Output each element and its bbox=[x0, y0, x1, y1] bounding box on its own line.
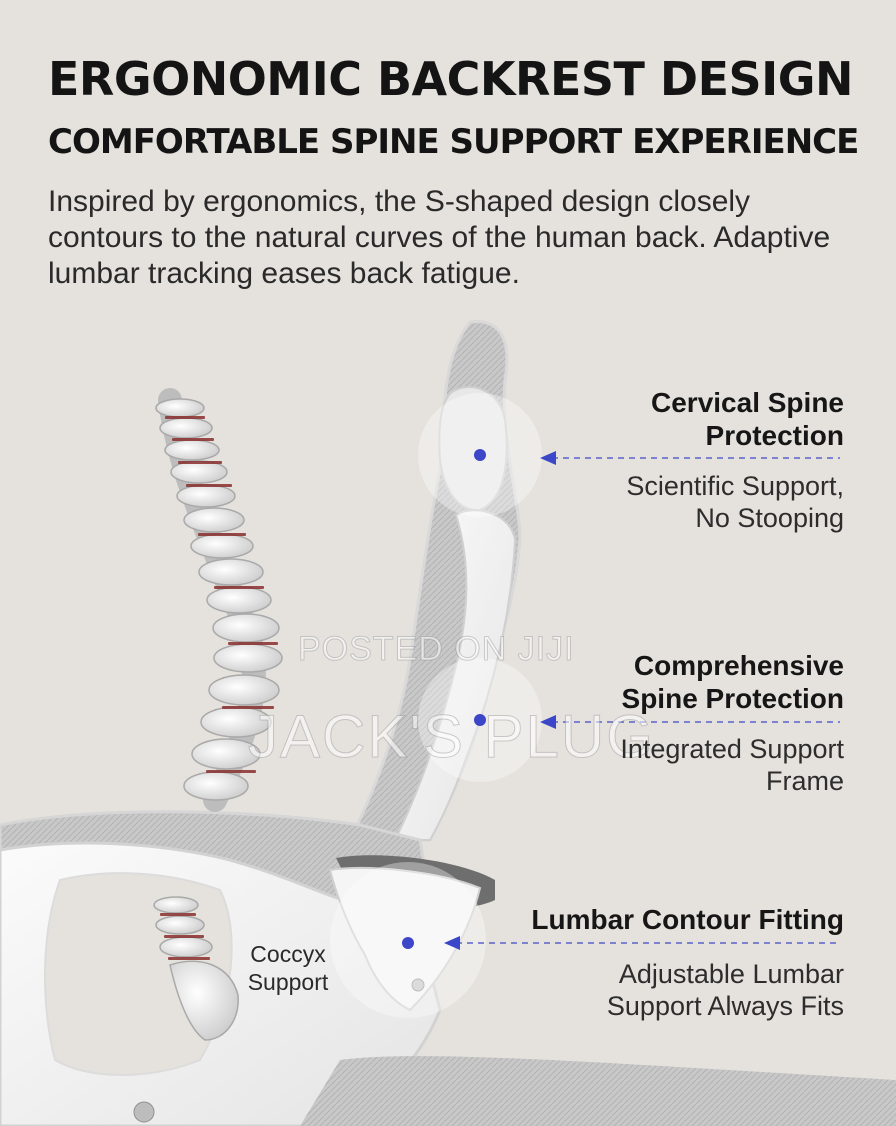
feature-subtext: Scientific Support, bbox=[626, 471, 844, 501]
description-paragraph: Inspired by ergonomics, the S-shaped des… bbox=[48, 185, 831, 290]
feature-comprehensive: Comprehensive Spine Protection Integrate… bbox=[620, 649, 844, 797]
feature-cervical: Cervical Spine Protection Scientific Sup… bbox=[626, 386, 844, 534]
coccyx-label-line: Coccyx bbox=[250, 941, 326, 967]
feature-heading: Cervical Spine bbox=[651, 387, 844, 418]
feature-subtext: Adjustable Lumbar bbox=[618, 959, 844, 989]
page-title: ERGONOMIC BACKREST DESIGN bbox=[48, 52, 854, 106]
feature-heading: Spine Protection bbox=[621, 683, 844, 714]
spine-illustration bbox=[153, 388, 283, 1041]
feature-heading: Comprehensive bbox=[633, 650, 844, 681]
feature-subtext: Support Always Fits bbox=[606, 991, 844, 1021]
feature-subtext: Frame bbox=[765, 766, 844, 796]
feature-subtext: No Stooping bbox=[695, 503, 844, 533]
coccyx-support-label: Coccyx Support bbox=[240, 940, 336, 996]
feature-heading: Protection bbox=[705, 420, 844, 451]
watermark-brand: JACK'S PLUG bbox=[248, 703, 655, 771]
watermark-posted: POSTED ON JIJI bbox=[298, 630, 575, 669]
feature-subtext: Integrated Support bbox=[620, 734, 844, 764]
page-subtitle: COMFORTABLE SPINE SUPPORT EXPERIENCE bbox=[48, 122, 859, 162]
coccyx-label-line: Support bbox=[247, 969, 329, 995]
feature-heading: Lumbar Contour Fitting bbox=[531, 904, 844, 935]
feature-lumbar: Lumbar Contour Fitting Adjustable Lumbar… bbox=[531, 903, 844, 1022]
